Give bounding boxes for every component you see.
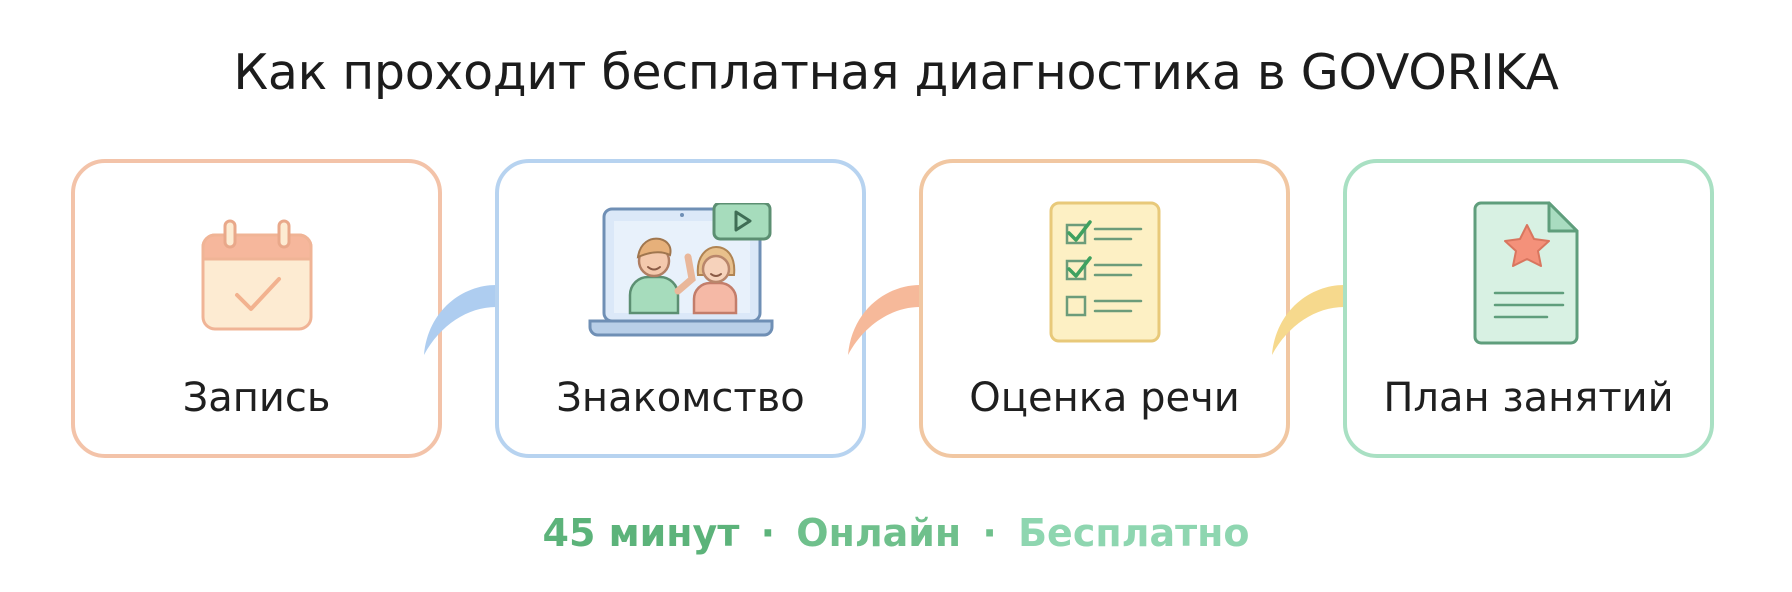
separator-dot: · xyxy=(982,511,997,555)
price-text: Бесплатно xyxy=(1018,511,1250,555)
step-label: Запись xyxy=(182,375,331,421)
format-text: Онлайн xyxy=(796,511,962,555)
step-card-zapis: Запись xyxy=(71,159,442,458)
step-label: Знакомство xyxy=(556,375,805,421)
footer-summary: 45 минут · Онлайн · Бесплатно xyxy=(0,508,1792,558)
step-label: План занятий xyxy=(1383,375,1674,421)
step-card-plan-zanyatiy: План занятий xyxy=(1343,159,1714,458)
step-card-ocenka-rechi: Оценка речи xyxy=(919,159,1290,458)
calendar-check-icon xyxy=(193,213,321,345)
page-title: Как проходит бесплатная диагностика в GO… xyxy=(233,44,1559,101)
document-star-icon xyxy=(1473,197,1585,351)
separator-dot: · xyxy=(760,511,776,555)
duration-text: 45 минут xyxy=(542,511,740,555)
step-label: Оценка речи xyxy=(969,375,1240,421)
step-card-znakomstvo: Знакомство xyxy=(495,159,866,458)
video-call-icon xyxy=(586,201,776,347)
checklist-icon xyxy=(1045,197,1165,351)
